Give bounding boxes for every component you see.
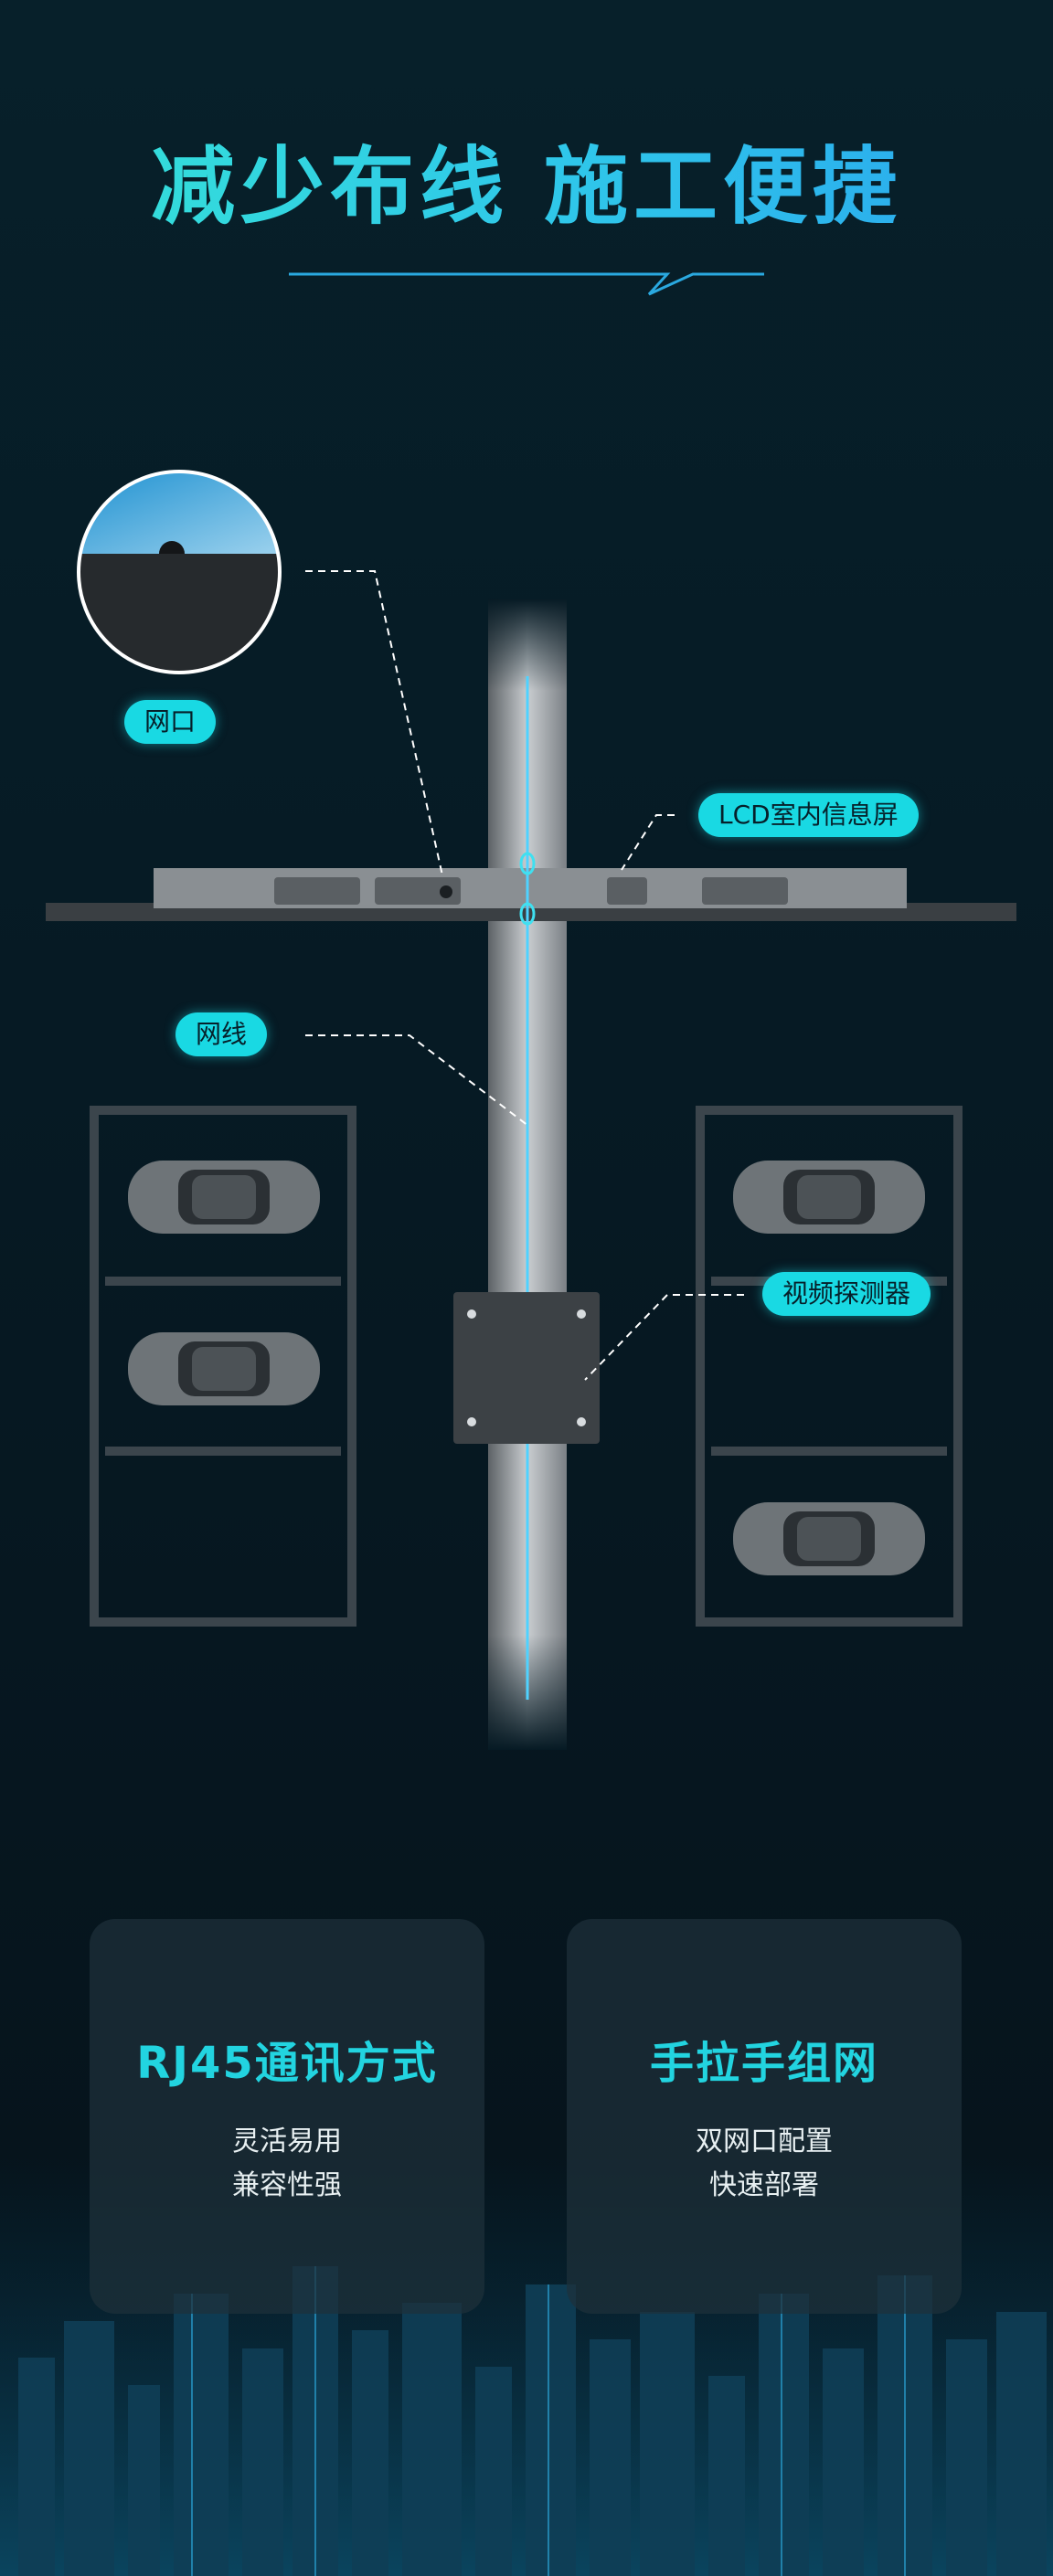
label-port: 网口 bbox=[124, 700, 217, 744]
card-title: RJ45通讯方式 bbox=[136, 2038, 438, 2089]
label-network-cable: 网线 bbox=[176, 1012, 268, 1056]
callout-lines bbox=[305, 570, 744, 1381]
card-line: 双网口配置 bbox=[696, 2125, 833, 2157]
port-magnifier bbox=[77, 470, 282, 674]
card-line: 快速部署 bbox=[709, 2169, 819, 2201]
feature-card-daisy-chain: 手拉手组网 双网口配置 快速部署 bbox=[567, 1919, 962, 2314]
page-title: 减少布线 施工便捷 bbox=[0, 119, 1053, 240]
label-video-detector: 视频探测器 bbox=[762, 1272, 931, 1316]
card-title: 手拉手组网 bbox=[649, 2038, 878, 2089]
title-divider bbox=[289, 272, 764, 296]
label-lcd-screen: LCD室内信息屏 bbox=[698, 793, 919, 837]
feature-card-rj45: RJ45通讯方式 灵活易用 兼容性强 bbox=[90, 1919, 484, 2314]
card-line: 兼容性强 bbox=[232, 2169, 342, 2201]
car-icon bbox=[733, 1502, 925, 1575]
network-cable bbox=[519, 676, 536, 1700]
car-icon bbox=[128, 1332, 320, 1405]
card-line: 灵活易用 bbox=[232, 2125, 342, 2157]
parking-bay-left bbox=[90, 1106, 356, 1627]
video-detector bbox=[453, 1292, 600, 1444]
car-icon bbox=[128, 1161, 320, 1234]
car-icon bbox=[733, 1161, 925, 1234]
